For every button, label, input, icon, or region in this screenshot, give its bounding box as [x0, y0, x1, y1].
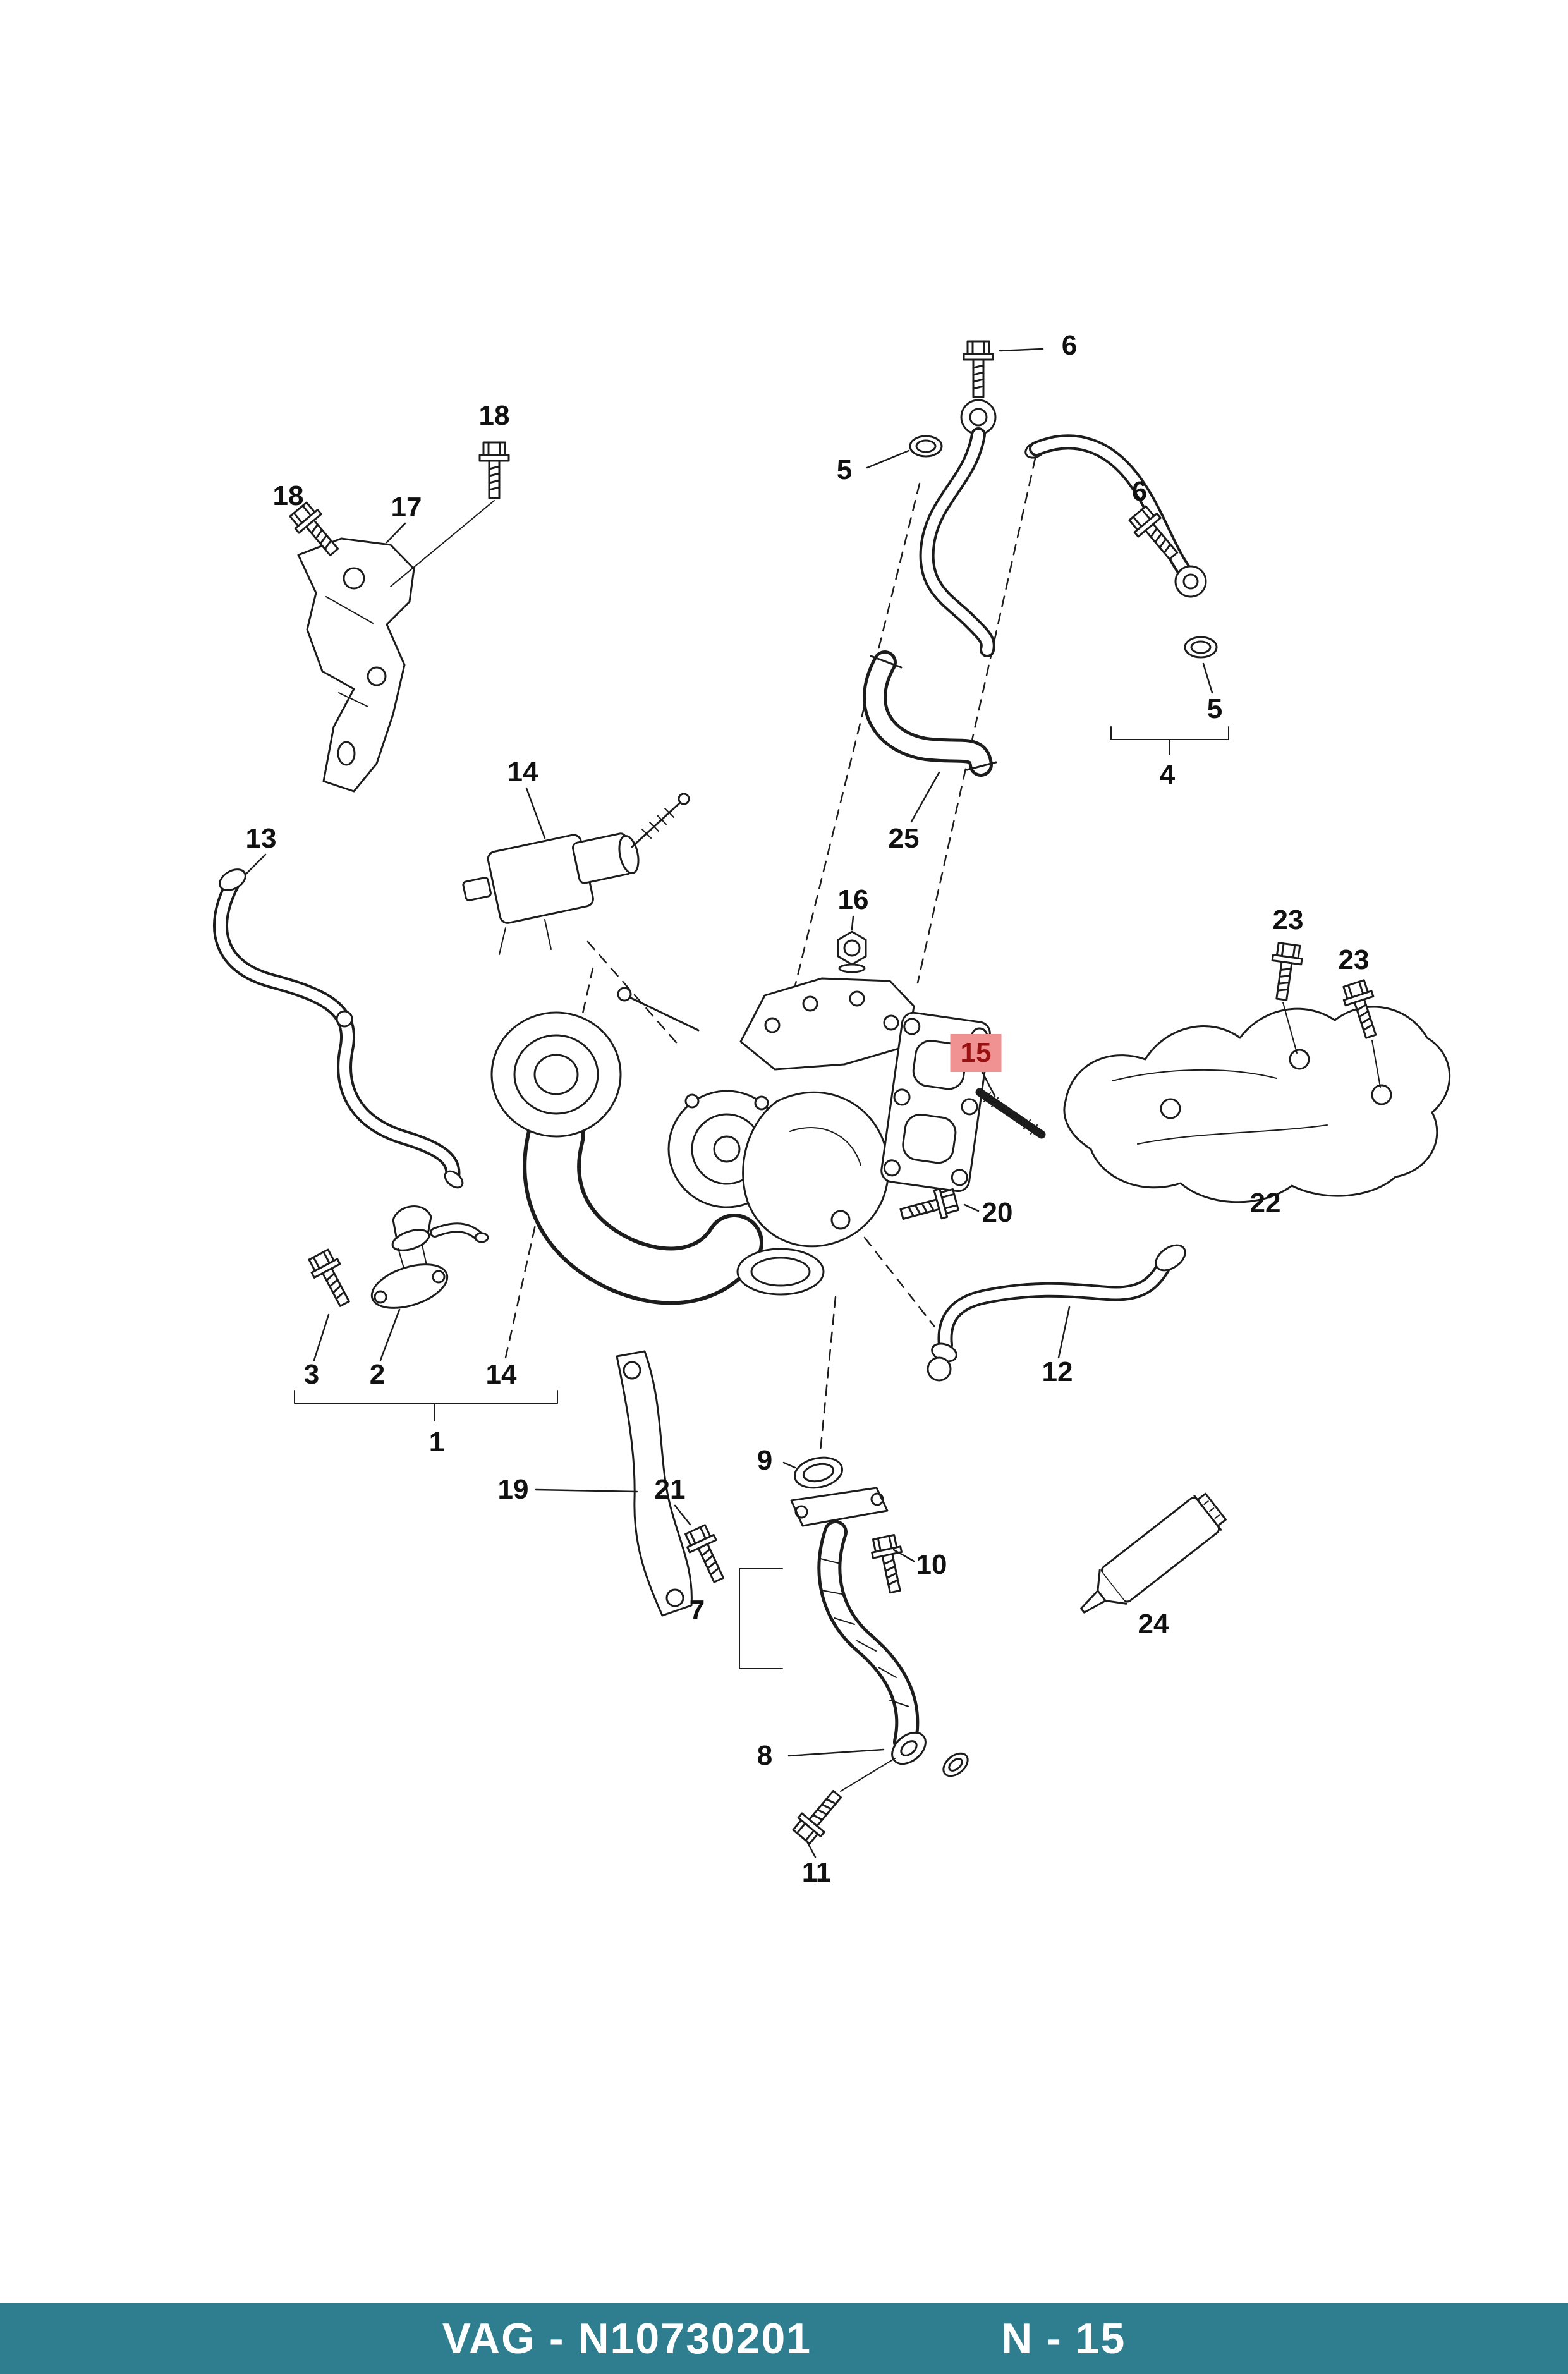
drain-hose-7 [817, 1520, 920, 1754]
callout-19[interactable]: 19 [497, 1474, 529, 1505]
actuator-14 [462, 787, 690, 955]
callout-10[interactable]: 10 [916, 1549, 947, 1580]
callout-9[interactable]: 9 [757, 1445, 773, 1476]
callout-7[interactable]: 7 [689, 1595, 705, 1626]
callout-4[interactable]: 4 [1159, 759, 1176, 790]
callout-23-right[interactable]: 23 [1338, 944, 1370, 975]
banjo-fitting-bore [969, 408, 988, 427]
valve-2 [370, 1205, 489, 1361]
bracket-1 [294, 1390, 558, 1421]
callout-14-bottom[interactable]: 14 [485, 1359, 517, 1390]
page-reference-text: N - 15 [1001, 2315, 1126, 2363]
screw-23-right [1339, 978, 1386, 1088]
axis-return-pipe [916, 457, 1036, 984]
nut-16 [837, 915, 867, 973]
coolant-pipe-13 [213, 853, 464, 1189]
callout-2[interactable]: 2 [369, 1359, 386, 1390]
callout-22[interactable]: 22 [1249, 1188, 1281, 1219]
drain-flange [790, 1487, 889, 1527]
support-strap-19 [535, 1350, 693, 1617]
wastegate-rod [624, 994, 700, 1032]
callout-23-left[interactable]: 23 [1272, 904, 1304, 935]
screw-20 [897, 1184, 980, 1229]
callout-15[interactable]: 15 [950, 1034, 1002, 1072]
callout-8[interactable]: 8 [757, 1740, 773, 1771]
oil-feed-pipe [919, 427, 995, 657]
screw-18-upper [390, 441, 510, 587]
fitting-8 [787, 1731, 969, 1777]
axis-oil-drain [819, 1296, 837, 1452]
callout-6-right[interactable]: 6 [1131, 476, 1148, 507]
axis-actuator [586, 940, 681, 1047]
sealant-tube-24 [1080, 1492, 1227, 1614]
seal-ring-5-right [1184, 636, 1218, 694]
oil-pipe-12 [927, 1244, 1186, 1382]
part-number-text: VAG - N10730201 [442, 2315, 812, 2363]
callout-5-right[interactable]: 5 [1206, 693, 1223, 724]
callout-18-left[interactable]: 18 [272, 480, 304, 511]
callout-11[interactable]: 11 [801, 1857, 832, 1888]
callout-14-top[interactable]: 14 [507, 757, 538, 788]
bracket-17 [297, 522, 415, 793]
footer-bar: VAG - N10730201 N - 15 [0, 2303, 1568, 2374]
bracket-7 [739, 1568, 783, 1669]
callout-16[interactable]: 16 [837, 884, 869, 915]
callout-21[interactable]: 21 [654, 1474, 686, 1505]
top-flange [739, 977, 915, 1071]
callout-12[interactable]: 12 [1042, 1356, 1073, 1387]
bracket-4 [1110, 726, 1229, 755]
screw-10 [868, 1533, 915, 1596]
turbine-outlet [736, 1248, 825, 1296]
callout-6-top[interactable]: 6 [1061, 330, 1078, 361]
heat-shield-22 [1063, 1006, 1451, 1203]
callout-20[interactable]: 20 [982, 1197, 1013, 1228]
seal-ring-5-center [866, 435, 943, 469]
callout-3[interactable]: 3 [303, 1359, 320, 1390]
screw-11 [789, 1758, 896, 1858]
stud-15 [975, 1068, 1046, 1139]
callout-17[interactable]: 17 [391, 492, 422, 523]
turbine-housing [742, 1091, 890, 1248]
callout-1[interactable]: 1 [428, 1427, 445, 1458]
axis-oil-pipe [863, 1236, 935, 1327]
screw-23-left [1266, 941, 1305, 1054]
callout-24[interactable]: 24 [1138, 1609, 1169, 1640]
hose-25 [863, 650, 997, 823]
screw-21 [674, 1504, 733, 1587]
axis-oil-feed [794, 482, 921, 987]
compressor-inlet [490, 1011, 622, 1138]
callout-5-center[interactable]: 5 [836, 454, 853, 485]
banjo-bolt-6-top [963, 340, 1044, 398]
seal-9 [782, 1456, 843, 1489]
callout-13[interactable]: 13 [245, 823, 277, 854]
callout-25[interactable]: 25 [888, 823, 920, 854]
screw-3 [305, 1246, 359, 1361]
callout-18-upper[interactable]: 18 [478, 400, 510, 431]
